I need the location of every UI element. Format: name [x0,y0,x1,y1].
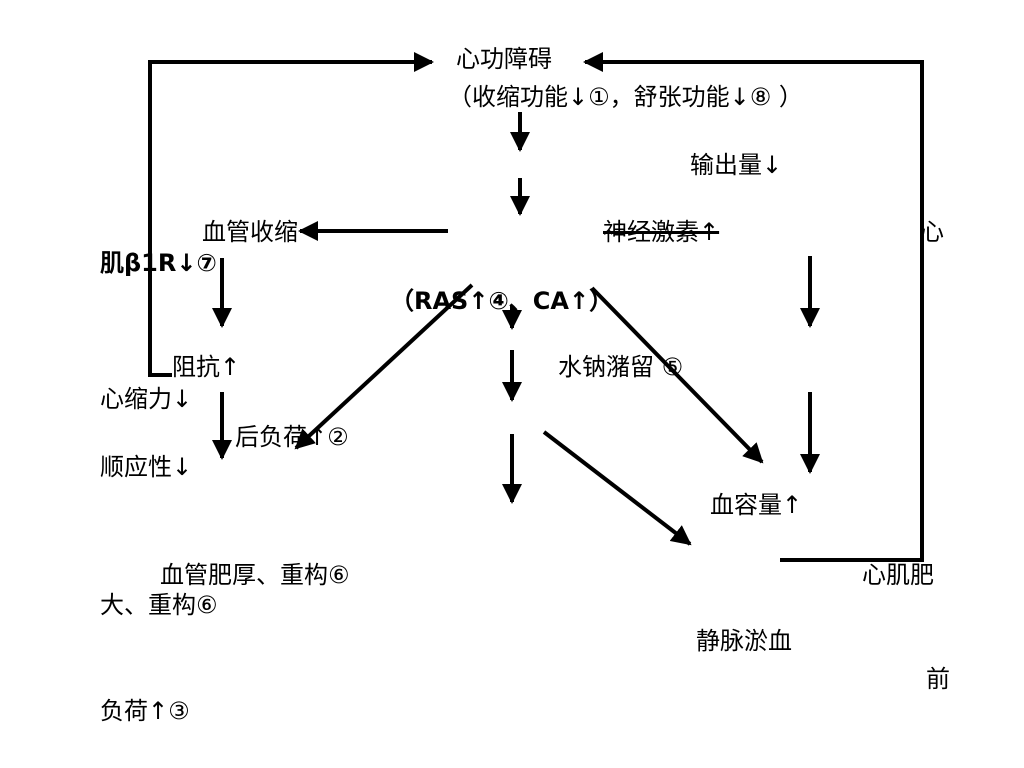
arrow-to-venous-congestion [542,430,692,546]
afterload-label: 后负荷↑② [235,423,349,451]
arrow-ca-to-bloodvolume [590,286,764,464]
left-feedback-arrow [148,52,434,377]
myo-beta-receptor-label: 肌β1R↓⑦ [100,249,217,277]
blood-volume-label: 血容量↑ [710,491,803,519]
myocardial-hypertrophy-part1: 心肌肥 [862,561,934,589]
heart-text-part1: 心 [920,218,944,246]
vascular-hypertrophy-label: 血管肥厚、重构⑥ [160,561,350,589]
preload-part2: 负荷↑③ [100,697,190,725]
venous-congestion-label: 静脉淤血 [696,627,792,655]
arrow-ras-to-afterload [294,283,474,450]
vasoconstriction-label: 血管收缩 [202,218,298,246]
dysfunction-detail-label: （收缩功能↓①，舒张功能↓⑧ ） [448,83,803,111]
water-sodium-retention-label: 水钠潴留 ⑤ [558,353,684,381]
ras-ca-label: （RAS↑④、CA↑） [390,287,614,315]
contractility-label: 心缩力↓ [100,385,193,413]
neurohormone-label: 神经激素↑ [603,218,720,246]
preload-part1: 前 [926,665,950,693]
right-feedback-arrow [583,52,924,562]
cardiac-output-label: 输出量↓ [690,151,783,179]
myocardial-hypertrophy-part2: 大、重构⑥ [100,591,218,619]
cardiac-dysfunction-label: 心功障碍 [456,45,552,73]
compliance-label: 顺应性↓ [100,453,193,481]
resistance-label: 阻抗↑ [172,353,241,381]
